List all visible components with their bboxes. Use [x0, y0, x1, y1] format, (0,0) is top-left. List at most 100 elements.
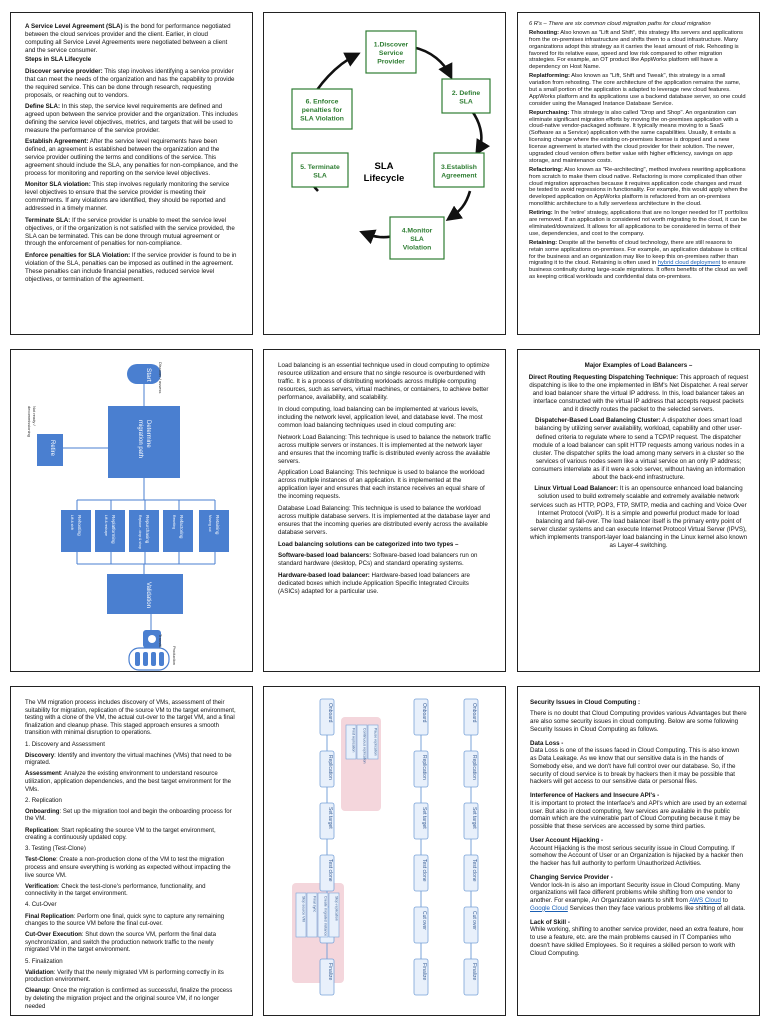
security-issue-text: Data Loss is one of the issues faced in … [530, 747, 747, 786]
cutover-step-label: Stop replication [335, 896, 339, 921]
vm-flow-box [413, 802, 429, 840]
security-issues-panel: Security Issues in Cloud Computing : The… [517, 686, 760, 1016]
retire-box [37, 434, 63, 466]
vm-phase-heading: 2. Replication [25, 796, 62, 804]
cutover-step-box [317, 892, 329, 938]
sla-steps-list: Discover service provider: This step inv… [25, 68, 238, 284]
vm-step-text: : Analyze the existing environment to un… [25, 770, 231, 793]
vm-flow-label: Onboard [327, 703, 333, 723]
cycle-box-2 [441, 78, 491, 114]
replication-step-box [356, 724, 368, 760]
path-name: Retaining [215, 515, 220, 535]
cutover-step-label: Final sync [313, 896, 317, 912]
vm-flow-box [319, 750, 335, 788]
lb-types-heading: Load balancing solutions can be categori… [278, 540, 459, 548]
vm-flow-label: Set target [327, 807, 333, 829]
cycle-box-label: SLA [410, 236, 424, 243]
vm-phase-heading: 1. Discovery and Assessment [25, 740, 105, 748]
vm-step-term: Onboarding [25, 807, 60, 815]
start-node [127, 364, 161, 384]
security-issue-title: User Account Hijacking - [530, 836, 604, 844]
migration-path-term: Refactoring: [529, 166, 563, 173]
vm-step-text: : Create a non-production clone of the V… [25, 856, 231, 879]
vm-step-term: Verification [25, 882, 58, 890]
vm-flow-box [413, 854, 429, 892]
security-issue-body: Vendor lock-In is also an important Secu… [530, 881, 740, 905]
retire-label: Retire [49, 440, 55, 457]
migration-path-item: Retaining: Despite all the benefits of c… [529, 240, 748, 281]
vm-flow-label: Replication [421, 755, 427, 780]
sla-step-term: Terminate SLA: [25, 216, 71, 224]
six-rs-title: 6 R's – There are six common cloud migra… [529, 21, 711, 27]
sla-step-text: This step involves identifying a service… [25, 67, 235, 99]
security-issue-text: While working, shifting to another servi… [530, 926, 747, 957]
cycle-box-3 [433, 152, 485, 188]
hybrid-cloud-link[interactable]: hybrid cloud deployment [657, 260, 721, 267]
path-box [163, 510, 193, 552]
lb-examples-heading: Major Examples of Load Balancers – [584, 362, 693, 369]
lb-example: Dispatcher-Based Load Balancing Cluster:… [528, 417, 749, 482]
security-issue-body: It is important to protect the Interface… [530, 799, 747, 830]
cutover-step-box [295, 892, 307, 938]
vm-step-text: : Once the migration is confirmed as suc… [25, 987, 233, 1010]
vm-step-term: Assessment [25, 770, 61, 778]
cycle-box-1 [365, 30, 417, 74]
security-issue-title: Changing Service Provider - [530, 873, 613, 881]
path-subtitle: Lift & reshape [104, 515, 108, 536]
vm-step: Onboarding: Set up the migration tool an… [25, 808, 238, 823]
migration-path-text: Also known as "Lift and Shift", this str… [529, 29, 744, 71]
sla-step-term: Enforce penalties for SLA Violation: [25, 251, 131, 259]
lifecycle-center-line1: SLA [375, 161, 394, 172]
load-balancing-paragraphs: Load balancing is an essential technique… [278, 362, 491, 537]
vm-step-text: : Start replicating the source VM to the… [25, 826, 216, 842]
lb-example-text: It is an opensource enhanced load balanc… [529, 485, 748, 549]
lb-example-term: Direct Routing Requesting Dispatching Te… [528, 373, 679, 381]
replication-step-label: Pause replication [374, 728, 378, 756]
vm-migration-panel: The VM migration process includes discov… [10, 686, 253, 1016]
cycle-box-6 [291, 88, 353, 130]
migration-path-text: Also known as "Lift, Shift and Tweak", t… [529, 73, 746, 107]
lb-examples-list: Direct Routing Requesting Dispatching Te… [528, 374, 749, 550]
vm-flow-label: Finalize [421, 963, 427, 980]
vm-step: Validation: Verify that the newly migrat… [25, 969, 238, 984]
path-box [199, 510, 229, 552]
vm-flow-box [463, 802, 479, 840]
vm-step-term: Cut-Over Execution [25, 931, 82, 939]
path-box [61, 510, 91, 552]
lb-examples-panel: Major Examples of Load Balancers – Direc… [517, 349, 760, 672]
lb-type: Software-based load balancers: Software-… [278, 552, 491, 568]
determine-line2: migration path [137, 420, 143, 458]
vm-flow-label: Cut over [421, 911, 427, 930]
sla-definition: is the bond for performance negotiated b… [25, 23, 231, 54]
migration-path-item: Rehosting: Also known as "Lift and Shift… [529, 30, 748, 71]
cycle-box-label: SLA [313, 172, 327, 179]
migration-path-item: Repurchasing: This strategy is also call… [529, 110, 748, 165]
cutover-step-label: Stop source VM [302, 896, 306, 922]
cycle-box-label: SLA [459, 98, 473, 105]
security-issue-title: Lack of Skill - [530, 918, 570, 926]
vm-flow-box [319, 958, 335, 996]
vm-flow-box [413, 906, 429, 944]
sla-step-text: If the service provider is found to be i… [25, 251, 237, 283]
vm-flow-box [413, 958, 429, 996]
sla-step-term: Discover service provider: [25, 67, 103, 75]
vm-phase-heading: 3. Testing (Test-Clone) [25, 845, 86, 853]
security-issue-text: Account Hijacking is the most serious se… [530, 845, 747, 868]
vm-step-text: : Shut down the source VM, perform the f… [25, 931, 217, 954]
cycle-box-label: 4.Monitor [402, 228, 433, 235]
cycle-box-label: 1.Discover [374, 42, 409, 49]
sla-step-term: Define SLA: [25, 102, 61, 110]
aws-cloud-link[interactable]: AWS Cloud [689, 897, 721, 904]
replication-step-box [367, 724, 379, 760]
transition-label: Transition [158, 634, 163, 651]
google-cloud-link[interactable]: Google Cloud [530, 904, 568, 912]
sla-step: Define SLA: In this step, the service le… [25, 103, 238, 135]
lifecycle-center-line2: Lifecycle [364, 173, 405, 184]
replication-step-label: First replication [352, 728, 356, 752]
path-subtitle: Moving out [208, 515, 212, 532]
